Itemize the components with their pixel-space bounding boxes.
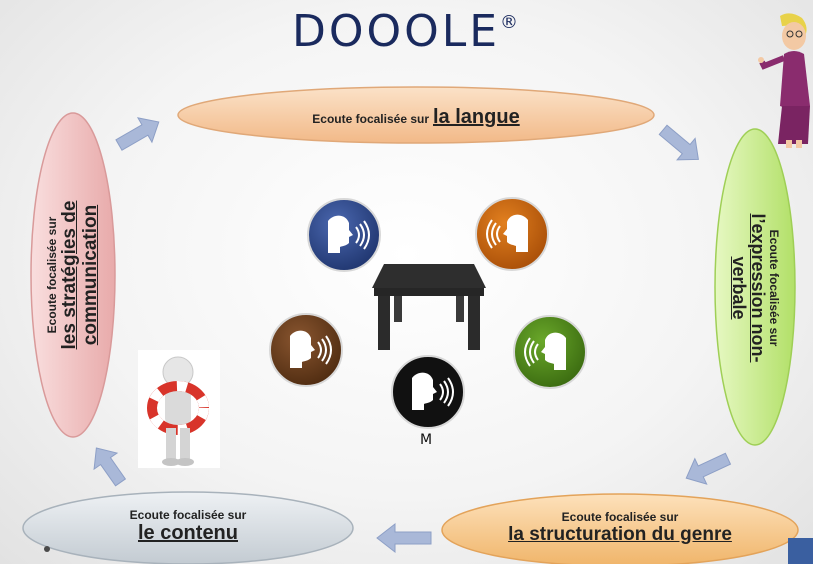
node-expression-main: l’expression non-verbale [729, 213, 768, 363]
node-langue-label: Ecoute focalisée sur la langue [175, 84, 657, 146]
node-expression-shape [714, 128, 796, 446]
table-icon [372, 264, 486, 350]
node-expression: Ecoute focalisée sur l’expression non-ve… [712, 126, 798, 448]
arrow-icon [658, 124, 699, 161]
node-structuration-main: la structuration du genre [508, 524, 732, 545]
node-contenu-shape [22, 491, 354, 564]
node-langue: Ecoute focalisée sur la langue [175, 84, 657, 146]
node-contenu-label: Ecoute focalisée sur le contenu [20, 498, 356, 554]
arrow-icon [93, 447, 127, 487]
corner-fragment [788, 538, 813, 564]
node-strategies-main: les stratégies de communication [59, 200, 101, 350]
teacher-figure-icon [758, 13, 810, 148]
node-expression-prefix: Ecoute focalisée sur [767, 229, 781, 347]
speaker-icon [391, 355, 465, 429]
node-langue-shape [177, 86, 655, 144]
registered-mark: ® [500, 12, 522, 33]
speaker-icon [475, 197, 549, 271]
speaker-icon [307, 198, 381, 272]
node-strategies-label: Ecoute focalisée sur les stratégies de c… [28, 110, 118, 440]
node-contenu: Ecoute focalisée sur le contenu [20, 488, 356, 564]
speaker-icon [269, 313, 343, 387]
arrow-icon [115, 117, 160, 151]
node-strategies: Ecoute focalisée sur les stratégies de c… [28, 110, 118, 440]
node-langue-prefix: Ecoute focalisée sur [312, 112, 429, 126]
arrow-icon [376, 522, 432, 554]
moderator-label: M [420, 432, 433, 448]
node-contenu-prefix: Ecoute focalisée sur [129, 507, 247, 522]
title-text: DOOOLE [291, 6, 501, 57]
node-structuration: Ecoute focalisée sur la structuration du… [440, 490, 800, 564]
lifebuoy-figure-icon [138, 350, 220, 468]
arrow-icon [685, 452, 732, 485]
node-strategies-shape [30, 112, 116, 438]
node-strategies-prefix: Ecoute focalisée sur [45, 216, 59, 334]
node-langue-main: la langue [433, 106, 520, 128]
speaker-icon [513, 315, 587, 389]
bullet-dot [44, 546, 50, 552]
node-structuration-label: Ecoute focalisée sur la structuration du… [440, 500, 800, 556]
node-structuration-shape [441, 493, 799, 564]
node-expression-label: Ecoute focalisée sur l’expression non-ve… [712, 127, 798, 449]
page-title: DOOOLE® [0, 6, 813, 57]
node-contenu-main: le contenu [137, 521, 238, 544]
node-structuration-prefix: Ecoute focalisée sur [561, 510, 679, 524]
